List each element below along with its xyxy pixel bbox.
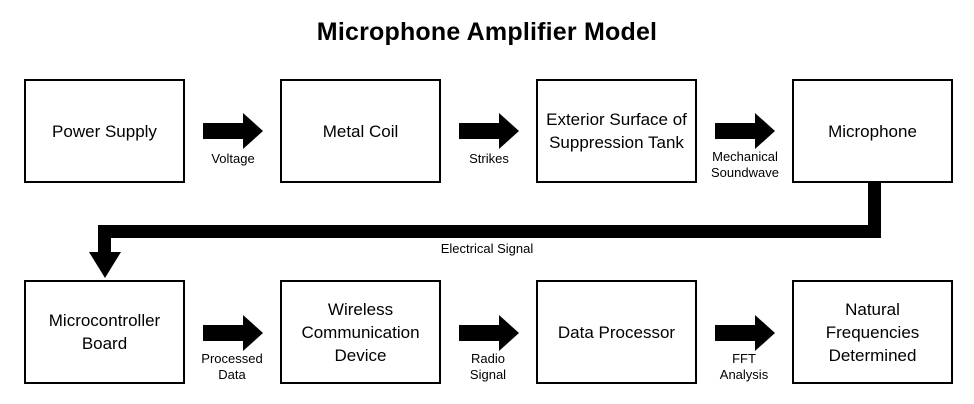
box-data-processor: Data Processor [536,280,697,384]
arrow-right-icon [459,113,519,149]
box-exterior-surface: Exterior Surface of Suppression Tank [536,79,697,183]
box-wireless-communication: Wireless Communication Device [280,280,441,384]
arrow-right-icon [715,315,775,351]
arrow-right-icon [459,315,519,351]
label-processed-data: Processed Data [201,351,263,382]
diagram-title: Microphone Amplifier Model [316,18,658,46]
label-strikes: Strikes [469,151,509,166]
arrow-right-icon [203,113,263,149]
label-voltage: Voltage [211,151,255,166]
box-power-supply: Power Supply [24,79,185,183]
label-radio-signal: Radio Signal [469,351,507,382]
label-fft-analysis: FFT Analysis [719,351,769,382]
label-electrical-signal: Electrical Signal [440,241,534,256]
box-microphone: Microphone [792,79,953,183]
arrow-right-icon [715,113,775,149]
label-mechanical-soundwave: Mechanical Soundwave [711,149,779,180]
box-microcontroller-board: Microcontroller Board [24,280,185,384]
arrow-right-icon [203,315,263,351]
connector-arrow [89,182,881,278]
box-natural-frequencies: Natural Frequencies Determined [792,280,953,384]
box-metal-coil: Metal Coil [280,79,441,183]
